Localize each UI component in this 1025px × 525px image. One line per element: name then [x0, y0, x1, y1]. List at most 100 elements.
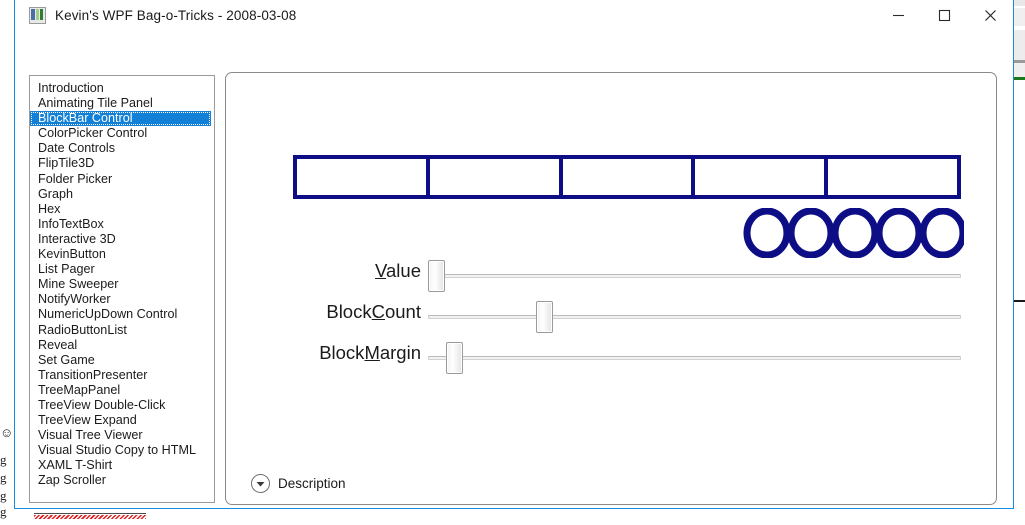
sidebar-item-label: FlipTile3D [38, 156, 95, 171]
circle-blocks-icon [743, 208, 964, 258]
app-icon [29, 7, 46, 24]
sidebar-item-list-pager[interactable]: List Pager [30, 262, 214, 277]
circlebar-circle [787, 208, 835, 258]
blockbar-block [429, 159, 559, 195]
slider-label-blockcount: BlockCount [326, 301, 421, 323]
slider-track[interactable] [428, 315, 961, 319]
sidebar-item-interactive-3d[interactable]: Interactive 3D [30, 232, 214, 247]
description-expander-label: Description [278, 476, 346, 491]
sidebar-item-label: ColorPicker Control [38, 126, 148, 141]
sidebar-item-introduction[interactable]: Introduction [30, 81, 214, 96]
label-accesskey: C [371, 301, 385, 322]
sidebar-item-label: TransitionPresenter [38, 367, 148, 382]
slider-thumb[interactable] [446, 342, 464, 374]
background-text-fragment: g [0, 452, 7, 467]
blockbar-block [297, 159, 426, 195]
circlebar-circle [831, 208, 879, 258]
sidebar-item-label: Introduction [38, 81, 104, 95]
slider-track[interactable] [428, 356, 961, 360]
window-title: Kevin's WPF Bag-o-Tricks - 2008-03-08 [55, 8, 297, 23]
sidebar-item-label: TreeMapPanel [38, 382, 121, 397]
label-accesskey: M [364, 342, 380, 363]
sidebar-item-notifyworker[interactable]: NotifyWorker [30, 292, 214, 307]
circlebar-circle [875, 208, 923, 258]
circlebar-circle [919, 208, 964, 258]
slider-thumb[interactable] [536, 301, 554, 333]
sidebar-item-mine-sweeper[interactable]: Mine Sweeper [30, 277, 214, 292]
label-suffix: ount [384, 301, 421, 322]
sidebar-item-label: Graph [38, 186, 74, 201]
close-button[interactable] [967, 0, 1013, 31]
background-rule [34, 513, 146, 514]
sidebar-item-label: Visual Tree Viewer [38, 428, 143, 443]
sidebar-item-radiobuttonlist[interactable]: RadioButtonList [30, 323, 214, 338]
slider-label-blockmargin: BlockMargin [319, 342, 421, 364]
label-suffix: alue [386, 260, 421, 281]
slider-value[interactable] [428, 260, 961, 294]
sidebar-item-label: Visual Studio Copy to HTML [38, 443, 196, 458]
description-expander[interactable]: Description [251, 474, 346, 493]
sidebar-item-label: TreeView Expand [38, 413, 137, 428]
minimize-icon [892, 14, 904, 17]
sidebar-item-blockbar-control[interactable]: BlockBar Control [30, 111, 211, 127]
background-chip [1003, 77, 1025, 80]
sidebar-item-fliptile3d[interactable]: FlipTile3D [30, 156, 214, 171]
sidebar-item-infotextbox[interactable]: InfoTextBox [30, 217, 214, 232]
sidebar-item-label: KevinButton [38, 247, 106, 262]
sidebar-item-treemappanel[interactable]: TreeMapPanel [30, 383, 214, 398]
sidebar-item-set-game[interactable]: Set Game [30, 353, 214, 368]
sidebar-item-label: Hex [38, 201, 61, 216]
sidebar-item-reveal[interactable]: Reveal [30, 338, 214, 353]
slider-track[interactable] [428, 274, 961, 278]
window-controls [875, 0, 1013, 31]
label-prefix: Block [319, 342, 365, 363]
circlebar-control[interactable] [742, 208, 964, 258]
sidebar-item-label: Mine Sweeper [38, 277, 119, 292]
sidebar-item-folder-picker[interactable]: Folder Picker [30, 172, 214, 187]
sidebar-item-label: BlockBar Control [38, 111, 133, 126]
background-text-fragment: ☺ [0, 425, 14, 440]
blockbar-block [562, 159, 692, 195]
slider-blockmargin[interactable] [428, 342, 961, 376]
blockbar-block [695, 159, 825, 195]
window-titlebar[interactable]: Kevin's WPF Bag-o-Tricks - 2008-03-08 [15, 0, 1013, 31]
minimize-button[interactable] [875, 0, 921, 31]
sidebar-item-label: Date Controls [38, 141, 115, 156]
sidebar-item-label: XAML T-Shirt [38, 458, 113, 473]
sidebar-item-numericupdown-control[interactable]: NumericUpDown Control [30, 307, 214, 322]
circlebar-circle [743, 208, 791, 258]
background-chip [1003, 300, 1025, 302]
sidebar-item-animating-tile-panel[interactable]: Animating Tile Panel [30, 96, 214, 111]
demo-panel: Value BlockCount [225, 72, 997, 505]
sidebar-item-hex[interactable]: Hex [30, 202, 214, 217]
slider-thumb[interactable] [428, 260, 445, 292]
slider-blockcount[interactable] [428, 301, 961, 335]
sidebar-item-label: Interactive 3D [38, 231, 116, 246]
sidebar-item-graph[interactable]: Graph [30, 187, 214, 202]
sidebar-item-label: Folder Picker [38, 171, 113, 186]
sidebar-item-transitionpresenter[interactable]: TransitionPresenter [30, 368, 214, 383]
app-window: Kevin's WPF Bag-o-Tricks - 2008-03-08 [14, 0, 1014, 509]
maximize-button[interactable] [921, 0, 967, 31]
sidebar-item-visual-tree-viewer[interactable]: Visual Tree Viewer [30, 428, 214, 443]
sidebar-item-zap-scroller[interactable]: Zap Scroller [30, 473, 214, 488]
sidebar-item-kevinbutton[interactable]: KevinButton [30, 247, 214, 262]
sidebar-item-label: Set Game [38, 352, 95, 367]
sidebar-item-label: NumericUpDown Control [38, 307, 178, 322]
sidebar-item-colorpicker-control[interactable]: ColorPicker Control [30, 126, 214, 141]
sidebar-item-treeview-double-click[interactable]: TreeView Double-Click [30, 398, 214, 413]
label-accesskey: V [375, 260, 387, 281]
slider-row-blockmargin: BlockMargin [226, 342, 966, 376]
sidebar-item-treeview-expand[interactable]: TreeView Expand [30, 413, 214, 428]
sidebar-item-xaml-t-shirt[interactable]: XAML T-Shirt [30, 458, 214, 473]
blockbar-control[interactable] [293, 155, 961, 199]
sidebar-item-label: Zap Scroller [38, 473, 106, 488]
sidebar-item-visual-studio-copy-to-html[interactable]: Visual Studio Copy to HTML [30, 443, 214, 458]
spellcheck-squiggle [34, 515, 146, 519]
sidebar-item-date-controls[interactable]: Date Controls [30, 141, 214, 156]
background-text-fragment: g [0, 488, 7, 503]
chevron-down-icon[interactable] [251, 474, 270, 493]
